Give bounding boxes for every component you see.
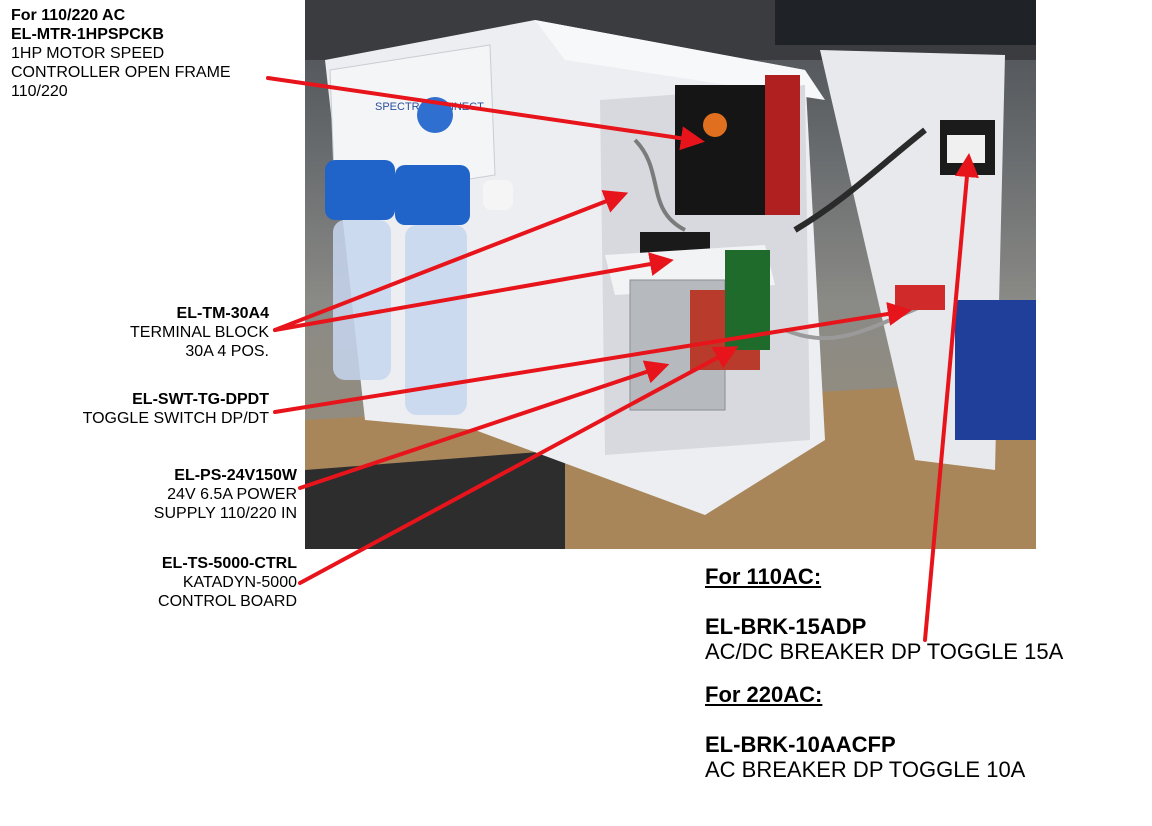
photo-illustration: SPECTRA CONNECT bbox=[305, 0, 1036, 549]
terminal-part-number: EL-TM-30A4 bbox=[176, 305, 269, 322]
brand-logo bbox=[417, 97, 453, 133]
wire-bundle bbox=[633, 138, 686, 232]
breaker-info: For 110AC: EL-BRK-15ADP AC/DC BREAKER DP… bbox=[705, 564, 1063, 782]
control-callout: EL-TS-5000-CTRL KATADYN-5000 CONTROL BOA… bbox=[158, 554, 297, 611]
filter-housing-1 bbox=[333, 220, 391, 380]
toggle-desc-1: TOGGLE SWITCH DP/DT bbox=[82, 410, 269, 427]
heading-220ac: For 220AC: bbox=[705, 682, 823, 707]
filter-fitting bbox=[483, 180, 513, 210]
toggle-callout: EL-SWT-TG-DPDT TOGGLE SWITCH DP/DT bbox=[83, 390, 269, 428]
breaker-220-part-number: EL-BRK-10AACFP bbox=[705, 732, 896, 757]
breaker-label bbox=[947, 135, 985, 163]
toggle-part-number: EL-SWT-TG-DPDT bbox=[132, 391, 269, 408]
motor-desc-2: CONTROLLER OPEN FRAME bbox=[11, 64, 231, 81]
control-desc-1: KATADYN-5000 bbox=[182, 574, 297, 591]
green-board bbox=[725, 250, 770, 350]
terminal-desc-1: TERMINAL BLOCK bbox=[130, 324, 269, 341]
breaker-110-desc: AC/DC BREAKER DP TOGGLE 15A bbox=[705, 639, 1064, 664]
motor-voltage: For 110/220 AC bbox=[11, 7, 126, 24]
toggle-switch bbox=[895, 285, 945, 310]
parts-bin bbox=[955, 300, 1036, 440]
power-desc-1: 24V 6.5A POWER bbox=[167, 486, 297, 503]
equipment-photo: SPECTRA CONNECT bbox=[305, 0, 1036, 549]
power-part-number: EL-PS-24V150W bbox=[174, 467, 297, 484]
enclosure-top bbox=[535, 20, 825, 100]
controller-heatsink bbox=[765, 75, 800, 215]
heading-110ac: For 110AC: bbox=[705, 564, 822, 589]
motor-controller bbox=[675, 85, 765, 215]
controller-knob bbox=[703, 113, 727, 137]
filter-cap-1 bbox=[325, 160, 395, 220]
motor-desc-1: 1HP MOTOR SPEED bbox=[11, 45, 165, 62]
motor-part-number: EL-MTR-1HPSPCKB bbox=[11, 26, 164, 43]
control-part-number: EL-TS-5000-CTRL bbox=[161, 555, 297, 572]
terminal-desc-2: 30A 4 POS. bbox=[185, 343, 269, 360]
background-monitor bbox=[775, 0, 1036, 45]
filter-housing-2 bbox=[405, 225, 467, 415]
motor-desc-3: 110/220 bbox=[11, 83, 68, 100]
power-cable bbox=[793, 127, 927, 233]
breaker-110-part-number: EL-BRK-15ADP bbox=[705, 614, 867, 639]
terminal-callout: EL-TM-30A4 TERMINAL BLOCK 30A 4 POS. bbox=[130, 304, 269, 361]
breaker-220-desc: AC BREAKER DP TOGGLE 10A bbox=[705, 757, 1026, 782]
control-desc-2: CONTROL BOARD bbox=[158, 593, 297, 610]
power-callout: EL-PS-24V150W 24V 6.5A POWER SUPPLY 110/… bbox=[154, 466, 297, 523]
power-desc-2: SUPPLY 110/220 IN bbox=[153, 505, 297, 522]
filter-cap-2 bbox=[395, 165, 470, 225]
motor-callout: For 110/220 AC EL-MTR-1HPSPCKB 1HP MOTOR… bbox=[11, 6, 231, 101]
